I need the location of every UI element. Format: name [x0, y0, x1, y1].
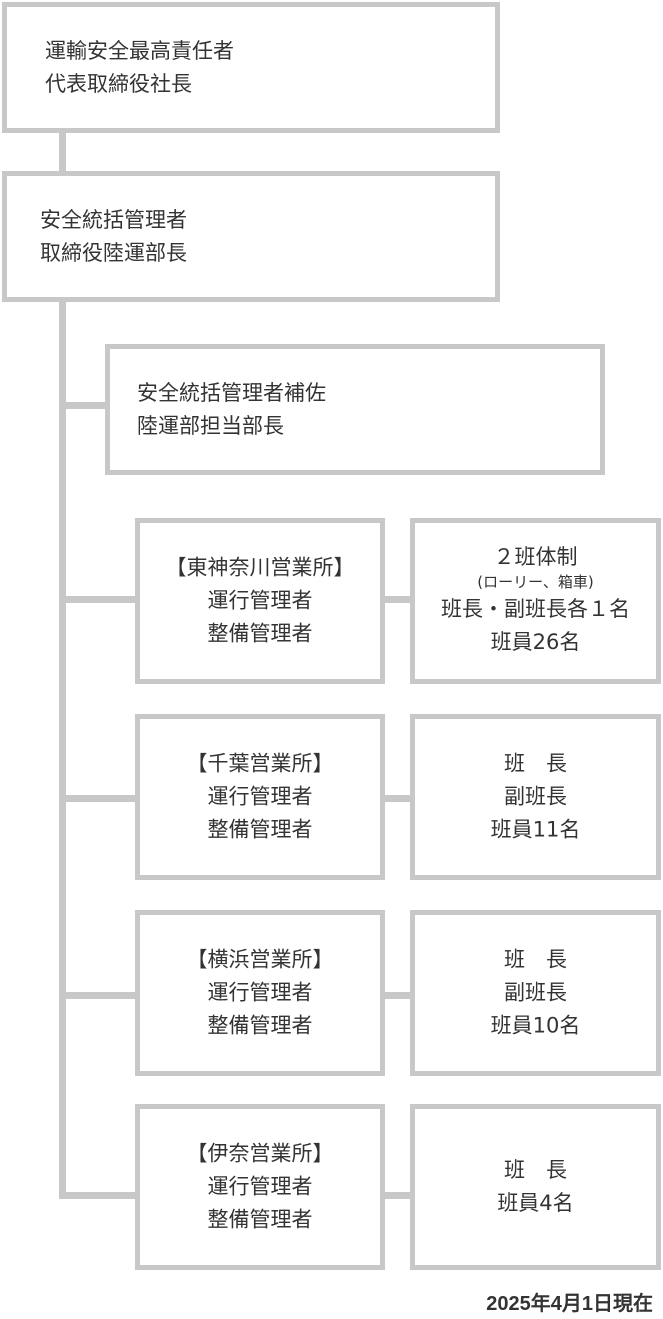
- connector-branch-office-1: [59, 596, 137, 603]
- connector-branch-office-4: [59, 1192, 137, 1199]
- team-members: 班員10名: [490, 1013, 581, 1038]
- safety-supervisor-box: 安全統括管理者 取締役陸運部長: [2, 171, 500, 302]
- top-executive-box: 運輸安全最高責任者 代表取締役社長: [2, 2, 500, 133]
- connector-top-to-supervisor: [59, 131, 66, 173]
- office-role-maintenance: 整備管理者: [207, 817, 313, 842]
- connector-office-4-team: [383, 1192, 412, 1199]
- top-executive-position: 代表取締役社長: [45, 71, 192, 96]
- office-box-chiba: 【千葉営業所】 運行管理者 整備管理者: [135, 714, 385, 880]
- team-leader: 班 長: [504, 751, 567, 776]
- team-subleader: 副班長: [504, 784, 567, 809]
- office-role-maintenance: 整備管理者: [207, 621, 313, 646]
- team-box-chiba: 班 長 副班長 班員11名: [410, 714, 661, 880]
- safety-supervisor-title: 安全統括管理者: [40, 207, 187, 232]
- connector-office-2-team: [383, 795, 412, 802]
- safety-assistant-title: 安全統括管理者補佐: [137, 380, 326, 405]
- connector-office-3-team: [383, 992, 412, 999]
- team-structure-note: (ローリー、箱車): [477, 573, 594, 591]
- office-role-operations: 運行管理者: [207, 980, 313, 1005]
- team-box-ina: 班 長 班員4名: [410, 1104, 661, 1270]
- office-role-maintenance: 整備管理者: [207, 1207, 313, 1232]
- office-name: 【伊奈営業所】: [186, 1141, 334, 1166]
- office-role-operations: 運行管理者: [207, 588, 313, 613]
- safety-assistant-box: 安全統括管理者補佐 陸運部担当部長: [105, 344, 605, 475]
- team-members: 班員11名: [490, 817, 581, 842]
- connector-branch-office-3: [59, 992, 137, 999]
- as-of-date: 2025年4月1日現在: [486, 1293, 653, 1315]
- top-executive-title: 運輸安全最高責任者: [45, 38, 234, 63]
- team-structure: ２班体制: [493, 545, 578, 569]
- office-box-ina: 【伊奈営業所】 運行管理者 整備管理者: [135, 1104, 385, 1270]
- team-box-yokohama: 班 長 副班長 班員10名: [410, 910, 661, 1076]
- team-leaders: 班長・副班長各１名: [441, 597, 630, 621]
- connector-branch-office-2: [59, 795, 137, 802]
- team-box-higashikanagawa: ２班体制 (ローリー、箱車) 班長・副班長各１名 班員26名: [410, 518, 661, 684]
- team-leader: 班 長: [504, 1158, 567, 1182]
- office-name: 【東神奈川営業所】: [165, 555, 355, 580]
- team-leader: 班 長: [504, 947, 567, 972]
- office-role-maintenance: 整備管理者: [207, 1013, 313, 1038]
- office-role-operations: 運行管理者: [207, 1174, 313, 1199]
- safety-assistant-position: 陸運部担当部長: [137, 413, 284, 438]
- office-box-yokohama: 【横浜営業所】 運行管理者 整備管理者: [135, 910, 385, 1076]
- team-members: 班員26名: [490, 630, 581, 654]
- connector-main-trunk: [59, 300, 66, 1198]
- office-role-operations: 運行管理者: [207, 784, 313, 809]
- connector-branch-assistant: [59, 402, 107, 409]
- office-name: 【千葉営業所】: [186, 751, 334, 776]
- team-members: 班員4名: [497, 1191, 574, 1215]
- office-box-higashikanagawa: 【東神奈川営業所】 運行管理者 整備管理者: [135, 518, 385, 684]
- safety-supervisor-position: 取締役陸運部長: [40, 240, 187, 265]
- connector-office-1-team: [383, 596, 412, 603]
- office-name: 【横浜営業所】: [186, 947, 334, 972]
- team-subleader: 副班長: [504, 980, 567, 1005]
